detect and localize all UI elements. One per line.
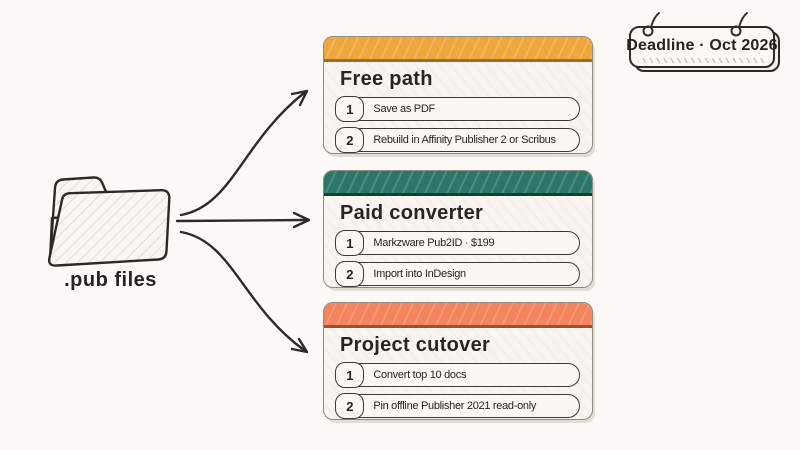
- step-row: 2 Rebuild in Affinity Publisher 2 or Scr…: [335, 127, 580, 153]
- card-title: Project cutover: [340, 334, 491, 356]
- step-row: 1 Markzware Pub2ID · $199: [335, 230, 580, 256]
- card-title: Paid converter: [340, 202, 484, 224]
- step-text: Pin offline Publisher 2021 read-only: [373, 400, 537, 412]
- step-number-badge: 2: [335, 261, 365, 287]
- folder-icon: [47, 176, 171, 267]
- step-text: Import into InDesign: [373, 268, 466, 280]
- card-free-path: Free path 1 Save as PDF 2 Rebuild in Aff…: [323, 36, 593, 154]
- step-text: Rebuild in Affinity Publisher 2 or Scrib…: [373, 134, 556, 146]
- arrow-to-project-cutover: [179, 230, 306, 352]
- step-row: 1 Save as PDF: [335, 96, 580, 122]
- step-list: 1 Markzware Pub2ID · $199 2 Import into …: [324, 230, 592, 287]
- arrow-to-free-path: [179, 91, 306, 217]
- card-accent-bar: [324, 37, 592, 62]
- source-label: .pub files: [64, 269, 157, 291]
- step-row: 2 Pin offline Publisher 2021 read-only: [335, 393, 580, 419]
- card-title: Free path: [340, 68, 433, 90]
- connector-arrows: [175, 89, 311, 354]
- arrowhead-project-cutover: [290, 337, 309, 354]
- step-list: 1 Save as PDF 2 Rebuild in Affinity Publ…: [324, 96, 592, 153]
- card-paid-converter: Paid converter 1 Markzware Pub2ID · $199…: [323, 170, 593, 288]
- step-row: 2 Import into InDesign: [335, 261, 580, 287]
- arrowhead-free-path: [290, 89, 309, 107]
- step-list: 1 Convert top 10 docs 2 Pin offline Publ…: [324, 362, 592, 419]
- step-number-badge: 2: [335, 127, 365, 153]
- card-accent-bar: [324, 303, 592, 328]
- deadline-text: Deadline · Oct 2026: [626, 36, 778, 54]
- deadline-note: Deadline · Oct 2026: [626, 26, 778, 68]
- card-accent-bar: [324, 171, 592, 196]
- step-number-badge: 1: [335, 362, 365, 388]
- step-row: 1 Convert top 10 docs: [335, 362, 580, 388]
- step-text: Convert top 10 docs: [373, 369, 467, 381]
- step-number-badge: 2: [335, 393, 365, 419]
- step-number-badge: 1: [335, 230, 365, 256]
- step-text: Save as PDF: [373, 103, 435, 115]
- arrowhead-paid-converter: [292, 211, 311, 229]
- step-number-badge: 1: [335, 96, 365, 122]
- step-text: Markzware Pub2ID · $199: [373, 237, 495, 249]
- arrow-to-paid-converter: [175, 218, 307, 223]
- card-project-cutover: Project cutover 1 Convert top 10 docs 2 …: [323, 302, 593, 420]
